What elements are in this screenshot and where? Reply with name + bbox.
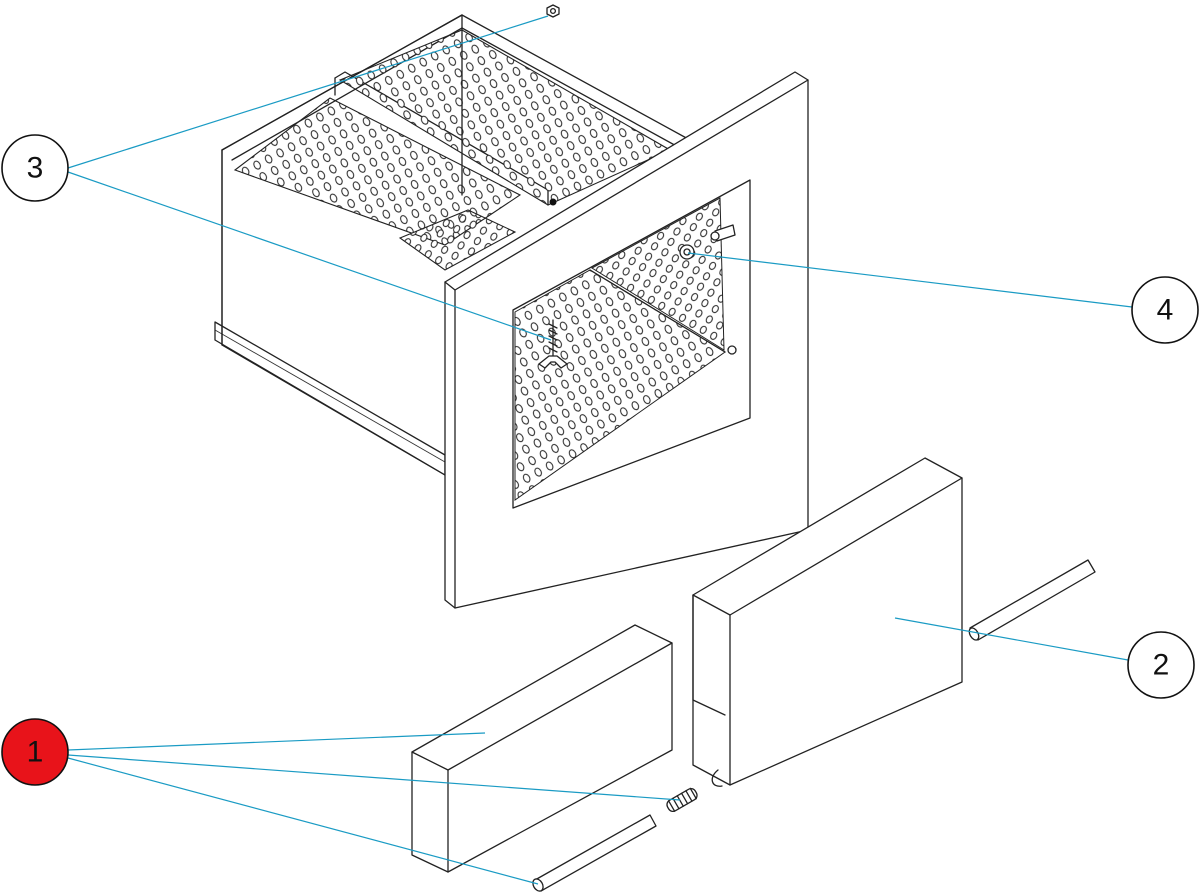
leader-3-b <box>67 171 552 341</box>
callout-1: 1 <box>1 718 69 786</box>
divider-hole <box>549 198 557 206</box>
cover-panel-part-2 <box>692 457 1096 787</box>
callout-2-circle <box>1127 631 1195 699</box>
front-frame <box>444 71 809 609</box>
frame-small-hole <box>727 345 737 355</box>
callout-1-label: 1 <box>27 736 44 769</box>
callout-4: 4 <box>1131 276 1199 344</box>
wing-nut-screw <box>538 319 568 369</box>
perforated-panel-left <box>233 97 522 246</box>
top-nut <box>546 4 560 18</box>
leader-4 <box>687 252 1133 308</box>
side-bolt <box>710 224 736 242</box>
leader-lines <box>67 15 1133 885</box>
callout-2: 2 <box>1127 631 1195 699</box>
leader-1-b <box>67 754 681 801</box>
callout-2-label: 2 <box>1153 649 1170 682</box>
callout-3-label: 3 <box>27 152 44 185</box>
filter-pin <box>532 814 657 892</box>
window-perforated-side <box>591 197 725 351</box>
leader-1-a <box>67 732 486 751</box>
leader-2 <box>894 617 1129 661</box>
callout-3-circle <box>1 134 69 202</box>
perforated-panel-bottom <box>398 209 517 271</box>
callout-4-circle <box>1131 276 1199 344</box>
cover-rod <box>968 559 1096 641</box>
leader-3-a <box>67 15 549 169</box>
callout-1-circle <box>1 718 69 786</box>
side-bolt-washer <box>679 244 695 260</box>
callout-3: 3 <box>1 134 69 202</box>
filter-spring <box>666 787 698 813</box>
filter-block-part-1 <box>411 624 698 892</box>
basket-assembly <box>214 4 691 476</box>
callout-4-label: 4 <box>1157 294 1174 327</box>
leader-1-c <box>67 757 539 885</box>
